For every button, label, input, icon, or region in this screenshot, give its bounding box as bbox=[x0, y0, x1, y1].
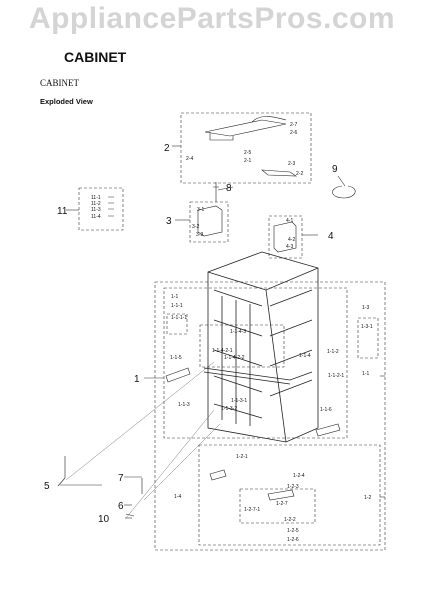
group-1-1-1-box bbox=[166, 313, 188, 335]
group-3-box bbox=[189, 201, 229, 243]
group-1-1-4-box bbox=[199, 324, 285, 368]
top-bracket-wire bbox=[251, 116, 287, 123]
part-label: 1-1-4-2-2 bbox=[224, 355, 245, 361]
part-label: 2-6 bbox=[290, 130, 297, 136]
part-label: 1-1-3 bbox=[178, 402, 190, 408]
part-label: 1-2-5 bbox=[287, 528, 299, 534]
part-label: 4-2 bbox=[288, 237, 295, 243]
leader-10 bbox=[125, 409, 215, 519]
view-label: Exploded View bbox=[40, 97, 93, 106]
part-label: 2-3 bbox=[288, 161, 295, 167]
part-label: 1-1-5 bbox=[170, 355, 182, 361]
part-label: 3-2 bbox=[192, 224, 199, 230]
group-4-box bbox=[268, 215, 303, 259]
part-label: 1-1-2 bbox=[327, 349, 339, 355]
leader-6 bbox=[143, 423, 221, 501]
watermark: AppliancePartsPros.com bbox=[28, 2, 396, 35]
bottom-hinge-1-2-1 bbox=[209, 469, 227, 481]
part-label: 1-2-7-1 bbox=[244, 507, 260, 513]
part-label: 1-2-3 bbox=[287, 484, 299, 490]
part-label: 1-1-2-1 bbox=[328, 373, 344, 379]
part-label: 11-4 bbox=[91, 214, 101, 220]
part-label: 1-2-7 bbox=[276, 501, 288, 507]
part-label: 1-1-1 bbox=[171, 303, 183, 309]
callout-11: 11 bbox=[57, 206, 68, 217]
part-label: 1-1-6 bbox=[320, 407, 332, 413]
hinge-3 bbox=[197, 205, 223, 237]
part-label: 1-1-3-1 bbox=[231, 398, 247, 404]
rail-1-1-5 bbox=[165, 367, 191, 383]
callout-10: 10 bbox=[98, 514, 110, 525]
rail-1-1-6 bbox=[315, 423, 341, 437]
part-label: 1-1-4 bbox=[299, 353, 311, 359]
main-assembly-box bbox=[154, 281, 386, 551]
part-label: 1-1-1-1 bbox=[171, 315, 187, 321]
callout-4: 4 bbox=[328, 231, 334, 242]
callout-2: 2 bbox=[164, 143, 170, 154]
callout-1: 1 bbox=[134, 374, 140, 385]
bottom-hinge-1-2-7 bbox=[267, 489, 295, 501]
group-1-1-box bbox=[163, 287, 348, 439]
part-label: 1-4 bbox=[174, 494, 181, 500]
cabinet-body bbox=[203, 251, 319, 443]
callout-9: 9 bbox=[332, 164, 338, 175]
part-label: 1-2-6 bbox=[287, 537, 299, 543]
callout-7: 7 bbox=[118, 473, 124, 484]
group-1-2-box bbox=[198, 444, 381, 546]
hinge-4 bbox=[273, 221, 297, 253]
part-label: 11-1 bbox=[91, 195, 101, 201]
part-label: 1-1-4-2-1 bbox=[212, 348, 233, 354]
pin-5 bbox=[57, 456, 66, 487]
part-label: 1-3 bbox=[362, 305, 369, 311]
callout-8: 8 bbox=[226, 183, 232, 194]
page-subtitle: CABINET bbox=[40, 78, 79, 88]
part-label: 1-3-1 bbox=[361, 324, 373, 330]
callout-5: 5 bbox=[44, 481, 50, 492]
top-bracket bbox=[204, 119, 287, 141]
part-label: 1-1-4-3 bbox=[230, 329, 246, 335]
part-label: 1-1 bbox=[171, 294, 178, 300]
group-1-2-7-box bbox=[239, 488, 316, 524]
bracket-2-2 bbox=[261, 169, 298, 177]
part-label: 2-7 bbox=[290, 122, 297, 128]
callout-6: 6 bbox=[118, 501, 124, 512]
part-label: 2-2 bbox=[296, 171, 303, 177]
hinge-pin-8 bbox=[213, 182, 219, 202]
page-title: CABINET bbox=[64, 49, 127, 65]
part-label: 1-2-4 bbox=[293, 473, 305, 479]
part-label: 1-1-3-2 bbox=[221, 406, 237, 412]
leader-5 bbox=[65, 361, 215, 481]
part-label: 4-3 bbox=[286, 244, 293, 250]
part-label: 1-1 bbox=[362, 371, 369, 377]
part-label: 2-1 bbox=[244, 158, 251, 164]
part-label: 1-2-1 bbox=[236, 454, 248, 460]
part-label: 3-3 bbox=[196, 232, 203, 238]
part-label: 1-2 bbox=[364, 495, 371, 501]
group-1-3-box bbox=[357, 317, 379, 359]
part-label: 11-2 bbox=[91, 201, 101, 207]
callout-3: 3 bbox=[166, 216, 172, 227]
group-2-box bbox=[180, 112, 312, 184]
part-label: 2-5 bbox=[244, 150, 251, 156]
group-11-box bbox=[78, 187, 124, 231]
part-label: 2-4 bbox=[186, 156, 193, 162]
part-label: 4-1 bbox=[286, 218, 293, 224]
part-label: 1-2-2 bbox=[284, 517, 296, 523]
part-label: 11-3 bbox=[91, 207, 101, 213]
power-cord-9 bbox=[332, 185, 356, 199]
pin-10 bbox=[125, 513, 135, 517]
part-label: 3-1 bbox=[197, 207, 204, 213]
